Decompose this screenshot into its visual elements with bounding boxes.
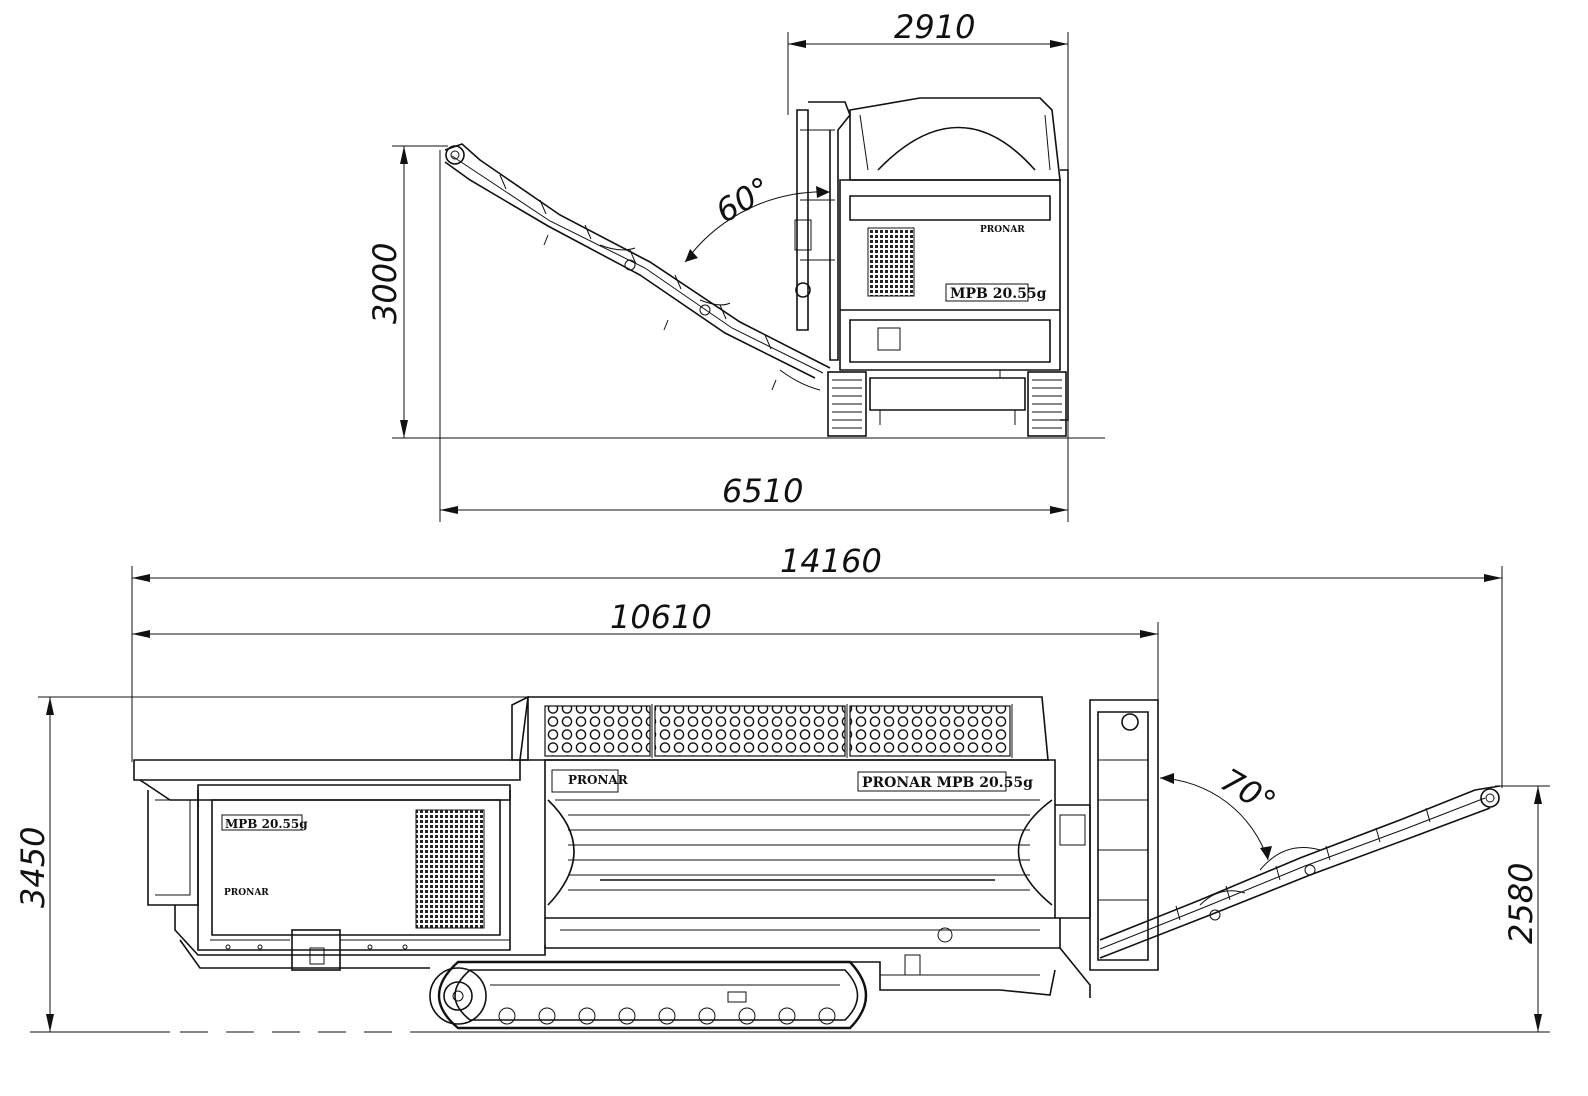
svg-text:3450: 3450 <box>14 827 52 908</box>
svg-text:2910: 2910 <box>894 8 975 46</box>
side-model-plate-small: MPB 20.55g <box>221 814 308 831</box>
svg-text:PRONAR MPB 20.55g: PRONAR MPB 20.55g <box>862 775 1033 791</box>
rear-model-plate: MPB 20.55g <box>945 283 1047 302</box>
side-dim-length-body: 10610 <box>132 598 1159 700</box>
side-model-plate-main: PRONAR MPB 20.55g <box>857 771 1033 792</box>
rear-view: PRONAR MPB 20.55g 60° <box>366 8 1105 522</box>
rear-dim-width-top: 2910 <box>787 8 1069 170</box>
svg-text:2580: 2580 <box>1502 863 1540 944</box>
side-rear-frame <box>1055 699 1159 998</box>
side-view: MPB 20.55g PRONAR <box>14 542 1550 1033</box>
svg-text:70°: 70° <box>1214 761 1282 822</box>
svg-text:MPB 20.55g: MPB 20.55g <box>950 286 1047 302</box>
rear-side-conveyor <box>444 143 831 391</box>
side-brand-plate: PRONAR <box>551 769 629 793</box>
side-main-body: PRONAR PRONAR MPB 20.55g <box>544 759 1061 949</box>
svg-text:MPB 20.55g: MPB 20.55g <box>225 817 308 831</box>
rear-brand-plate: PRONAR <box>980 225 1025 235</box>
side-dim-length-total: 14160 <box>131 542 1503 788</box>
side-dim-discharge-height: 2580 <box>1495 785 1550 1032</box>
side-angle-indicator: 70° <box>1159 761 1282 861</box>
rear-dim-height: 3000 <box>366 145 448 438</box>
svg-text:3000: 3000 <box>366 243 404 324</box>
rear-dim-width-total: 6510 <box>439 150 1069 522</box>
svg-text:PRONAR: PRONAR <box>568 773 629 787</box>
side-dim-height-total: 3450 <box>14 696 528 1032</box>
svg-text:14160: 14160 <box>780 542 882 580</box>
rear-machine-body: PRONAR MPB 20.55g <box>794 97 1069 437</box>
side-track-undercarriage <box>429 927 1056 1030</box>
side-discharge-conveyor <box>1099 785 1501 959</box>
svg-text:60°: 60° <box>709 169 777 230</box>
side-feed-hopper: MPB 20.55g PRONAR <box>133 759 546 971</box>
side-screen-drum <box>511 695 1049 761</box>
svg-text:6510: 6510 <box>722 472 803 510</box>
svg-text:PRONAR: PRONAR <box>980 225 1025 235</box>
svg-text:10610: 10610 <box>610 598 712 636</box>
svg-text:PRONAR: PRONAR <box>224 888 269 898</box>
